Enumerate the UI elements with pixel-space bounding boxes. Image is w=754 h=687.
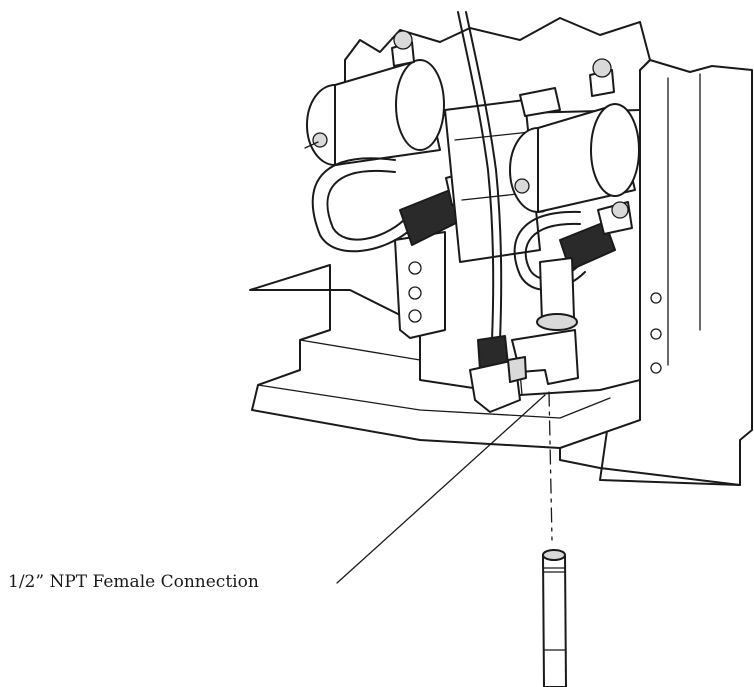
elbow-fitting [469,329,579,413]
outlet-pipe [536,257,578,331]
chassis-tray [249,264,741,486]
side-panel [599,59,753,486]
mounting-bracket [394,231,446,339]
center-line [548,391,553,541]
flex-tube [457,11,503,341]
callout-leader-line [336,394,546,584]
left-solenoid-valve [304,30,445,166]
left-loop-pipe [311,157,411,253]
right-solenoid-valve [509,58,640,213]
valve-body-block [444,99,541,263]
callout-label: 1/2” NPT Female Connection [8,572,259,592]
inlet-pipe-nipple [542,549,567,687]
